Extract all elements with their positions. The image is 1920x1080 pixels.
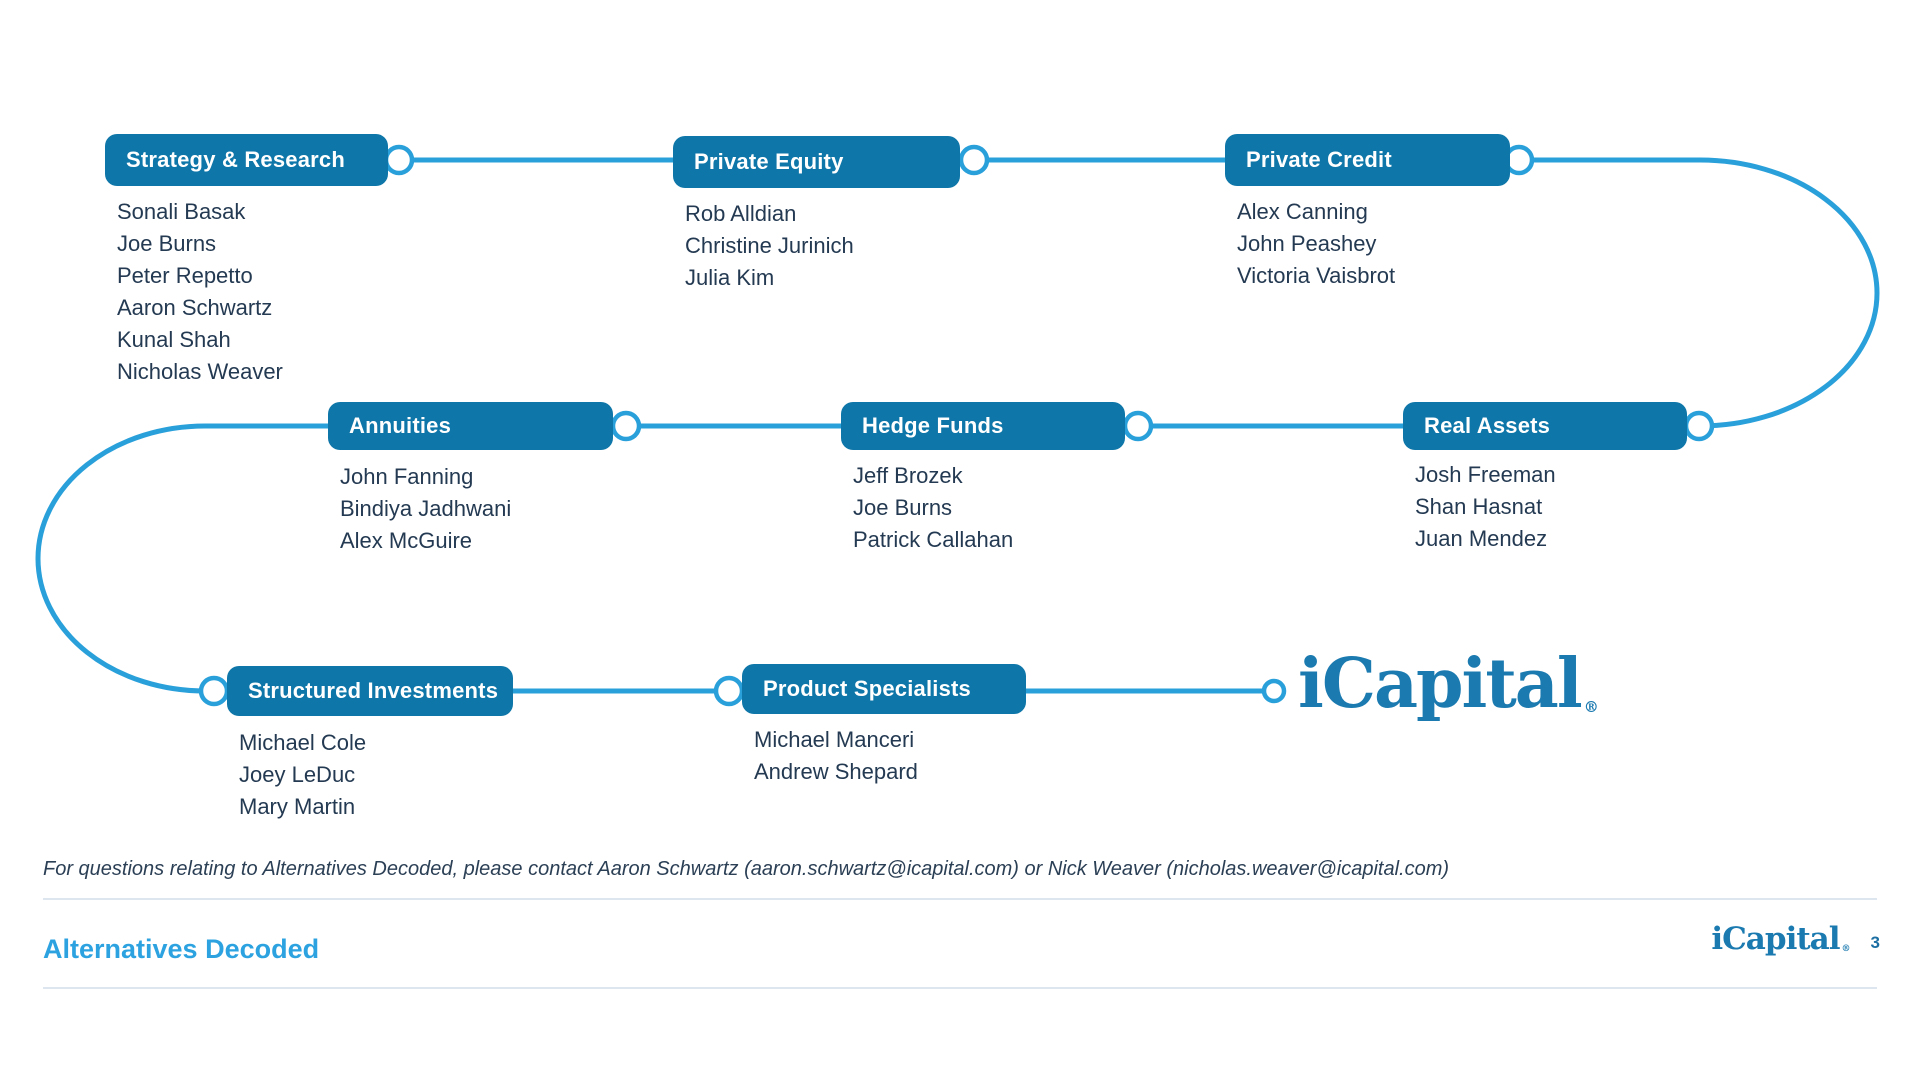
team-members-private-credit: Alex Canning John Peashey Victoria Vaisb…: [1237, 196, 1395, 292]
member-name: Michael Cole: [239, 730, 367, 755]
member-name: Rob Alldian: [685, 201, 797, 226]
member-name: Joe Burns: [853, 495, 953, 520]
member-name: Alex McGuire: [340, 528, 473, 553]
member-name: Julia Kim: [685, 265, 775, 290]
team-box-structured-investments: Structured Investments: [227, 666, 513, 716]
footer-icapital-logo-text: iCapital: [1711, 921, 1840, 957]
registered-mark-icon: ®: [1841, 944, 1851, 954]
team-members-hedge-funds: Jeff Brozek Joe Burns Patrick Callahan: [853, 460, 1013, 556]
team-members-structured-investments: Michael Cole Joey LeDuc Mary Martin: [239, 727, 366, 823]
team-box-private-equity: Private Equity: [673, 136, 960, 188]
team-title: Real Assets: [1424, 413, 1551, 438]
team-box-strategy-research: Strategy & Research: [105, 134, 388, 186]
member-name: Josh Freeman: [1415, 462, 1556, 487]
icapital-logo-text: iCapital: [1298, 644, 1583, 724]
team-box-real-assets: Real Assets: [1403, 402, 1687, 450]
icapital-logo: iCapital ®: [1298, 648, 1599, 720]
connector-node-icon: [958, 144, 990, 176]
connector-node-icon: [1122, 410, 1154, 442]
member-name: Shan Hasnat: [1415, 494, 1543, 519]
team-box-hedge-funds: Hedge Funds: [841, 402, 1125, 450]
team-members-real-assets: Josh Freeman Shan Hasnat Juan Mendez: [1415, 459, 1556, 555]
team-members-annuities: John Fanning Bindiya Jadhwani Alex McGui…: [340, 461, 511, 557]
member-name: Kunal Shah: [117, 327, 231, 352]
team-title: Hedge Funds: [862, 413, 1004, 438]
member-name: Jeff Brozek: [853, 463, 963, 488]
member-name: Michael Manceri: [754, 727, 915, 752]
footer-deck-title: Alternatives Decoded: [43, 934, 320, 964]
footer-right: iCapital ® 3: [1711, 922, 1880, 956]
team-members-product-specialists: Michael Manceri Andrew Shepard: [754, 724, 918, 788]
member-name: Bindiya Jadhwani: [340, 496, 512, 521]
connector-node-icon: [713, 675, 745, 707]
member-name: Peter Repetto: [117, 263, 253, 288]
team-box-annuities: Annuities: [328, 402, 613, 450]
member-name: Aaron Schwartz: [117, 295, 273, 320]
team-title: Product Specialists: [763, 676, 971, 701]
team-title: Private Credit: [1246, 147, 1392, 172]
connector-node-icon: [610, 410, 642, 442]
contact-footnote: For questions relating to Alternatives D…: [43, 858, 1450, 880]
member-name: Mary Martin: [239, 794, 356, 819]
member-name: Christine Jurinich: [685, 233, 854, 258]
connector-curve-left: [35, 423, 328, 694]
connector-node-icon: [1683, 410, 1715, 442]
member-name: Nicholas Weaver: [117, 359, 283, 384]
member-name: Patrick Callahan: [853, 527, 1014, 552]
registered-mark-icon: ®: [1583, 698, 1599, 716]
member-name: John Peashey: [1237, 231, 1377, 256]
team-members-strategy-research: Sonali Basak Joe Burns Peter Repetto Aar…: [117, 196, 283, 388]
team-title: Strategy & Research: [126, 147, 346, 172]
member-name: Sonali Basak: [117, 199, 246, 224]
member-name: John Fanning: [340, 464, 474, 489]
team-title: Annuities: [349, 413, 452, 438]
divider-line: [43, 898, 1877, 900]
footer-icapital-logo: iCapital ®: [1711, 922, 1850, 956]
member-name: Joe Burns: [117, 231, 217, 256]
team-title: Private Equity: [694, 149, 844, 174]
member-name: Joey LeDuc: [239, 762, 356, 787]
connector-node-icon: [383, 144, 415, 176]
team-box-private-credit: Private Credit: [1225, 134, 1510, 186]
page-number: 3: [1870, 933, 1880, 952]
member-name: Juan Mendez: [1415, 526, 1548, 551]
member-name: Victoria Vaisbrot: [1237, 263, 1396, 288]
connector-node-icon: [198, 675, 230, 707]
divider-line: [43, 987, 1877, 989]
member-name: Alex Canning: [1237, 199, 1368, 224]
connector-node-icon: [1261, 678, 1287, 704]
team-title: Structured Investments: [248, 678, 499, 703]
member-name: Andrew Shepard: [754, 759, 918, 784]
connector-curve-right: [1519, 157, 1880, 429]
team-members-private-equity: Rob Alldian Christine Jurinich Julia Kim: [685, 198, 854, 294]
team-box-product-specialists: Product Specialists: [742, 664, 1026, 714]
